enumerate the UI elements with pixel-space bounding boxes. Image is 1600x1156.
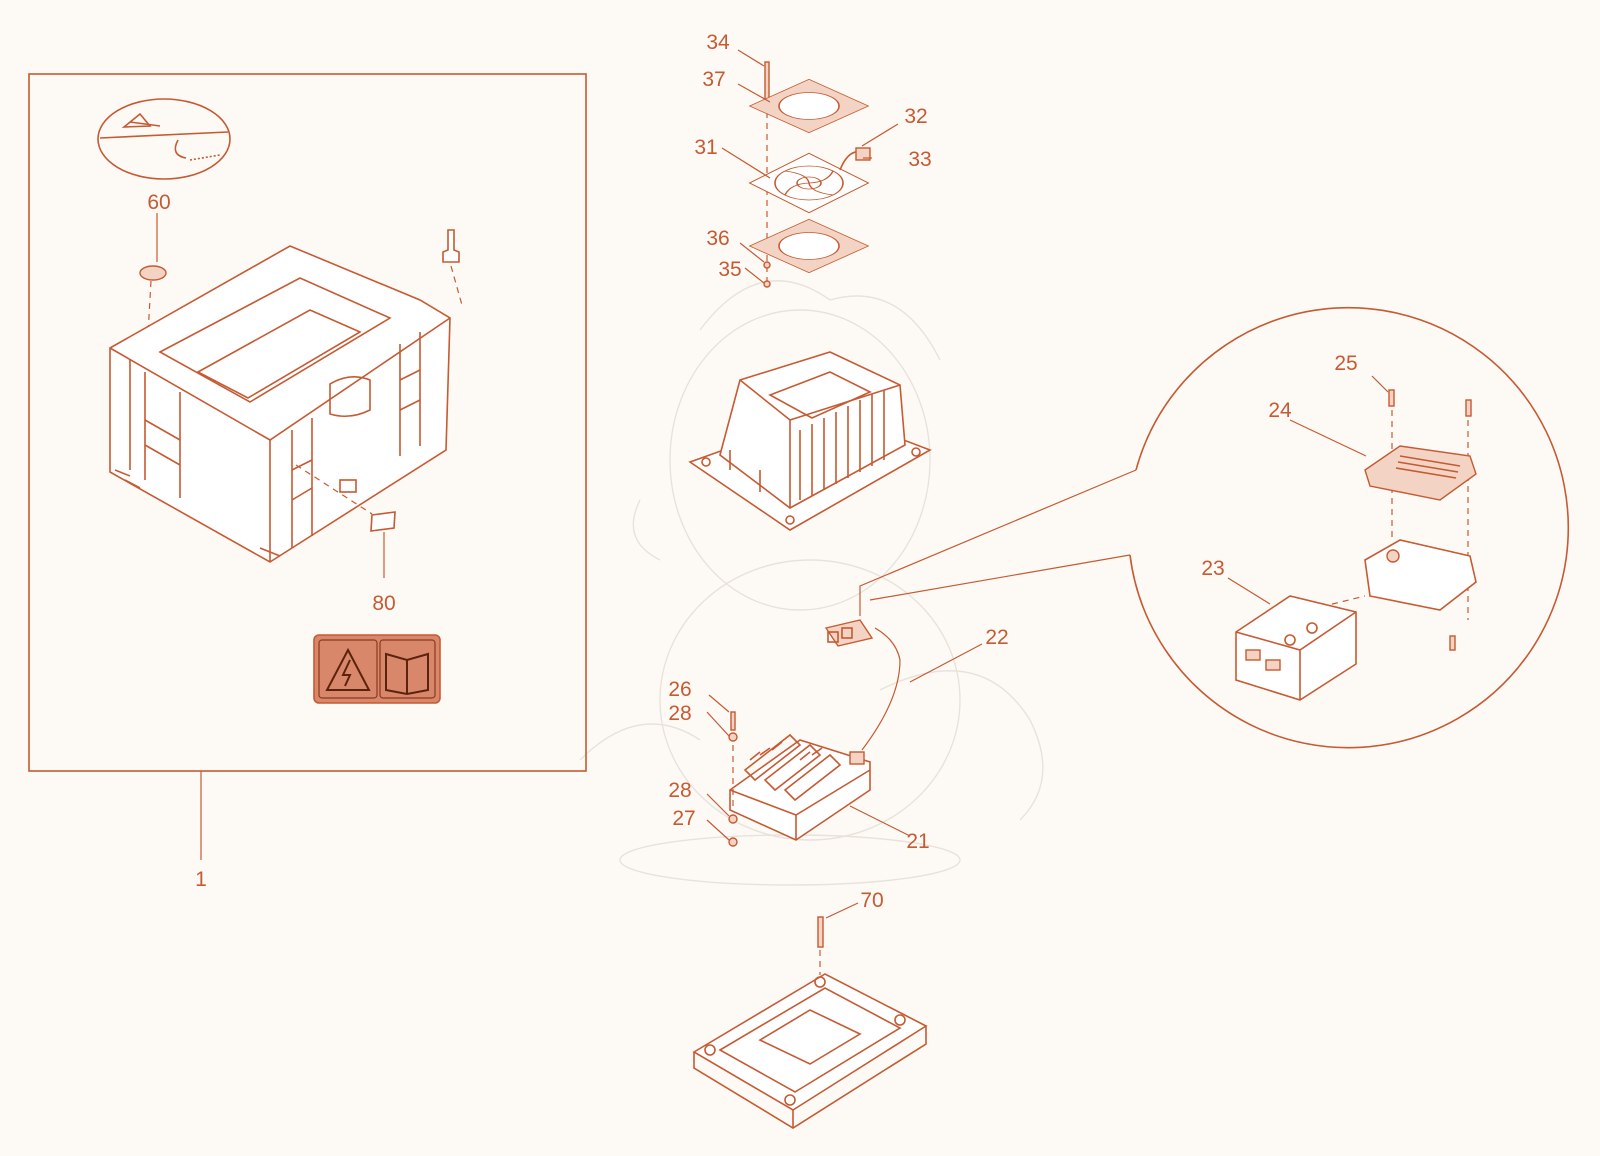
callout-numbers: 1 60 80 34 37 32 33 31 36 35 25 24 23 22… — [147, 31, 1357, 912]
callout-31: 31 — [694, 136, 717, 159]
callout-33: 33 — [908, 148, 931, 171]
kit-frame — [28, 73, 587, 860]
recycle-logo-icon — [97, 98, 231, 180]
base-plate — [692, 916, 928, 1129]
callout-37: 37 — [702, 68, 725, 91]
callout-28-lower: 28 — [668, 779, 691, 802]
housing-frame — [688, 351, 932, 531]
rivet-part — [442, 229, 463, 306]
warning-label-sticker — [313, 634, 441, 704]
callout-34: 34 — [706, 31, 730, 54]
callout-70: 70 — [860, 889, 883, 912]
callout-25: 25 — [1334, 352, 1357, 375]
callout-32: 32 — [904, 105, 927, 128]
nameplate-part-80 — [295, 464, 396, 578]
callout-24: 24 — [1268, 399, 1292, 422]
callout-21: 21 — [906, 830, 929, 853]
electric-hazard-icon — [325, 647, 371, 691]
callout-leaders — [156, 49, 1389, 919]
read-manual-icon — [385, 652, 429, 696]
systainer-case — [109, 245, 451, 563]
callout-23: 23 — [1201, 557, 1224, 580]
callout-28-upper: 28 — [668, 702, 691, 725]
callout-80: 80 — [372, 592, 395, 615]
callout-60: 60 — [147, 191, 170, 214]
detail-zoom — [859, 306, 1570, 749]
screws-26-28 — [728, 711, 738, 847]
callout-22: 22 — [985, 626, 1008, 649]
charger-module — [729, 619, 901, 841]
callout-35: 35 — [718, 258, 741, 281]
callout-26: 26 — [668, 678, 691, 701]
badge-part-60 — [139, 265, 167, 353]
callout-27: 27 — [672, 807, 695, 830]
callout-1: 1 — [195, 868, 207, 891]
callout-36: 36 — [706, 227, 729, 250]
dragon-watermark — [579, 280, 1044, 886]
fan-assembly — [748, 61, 871, 288]
